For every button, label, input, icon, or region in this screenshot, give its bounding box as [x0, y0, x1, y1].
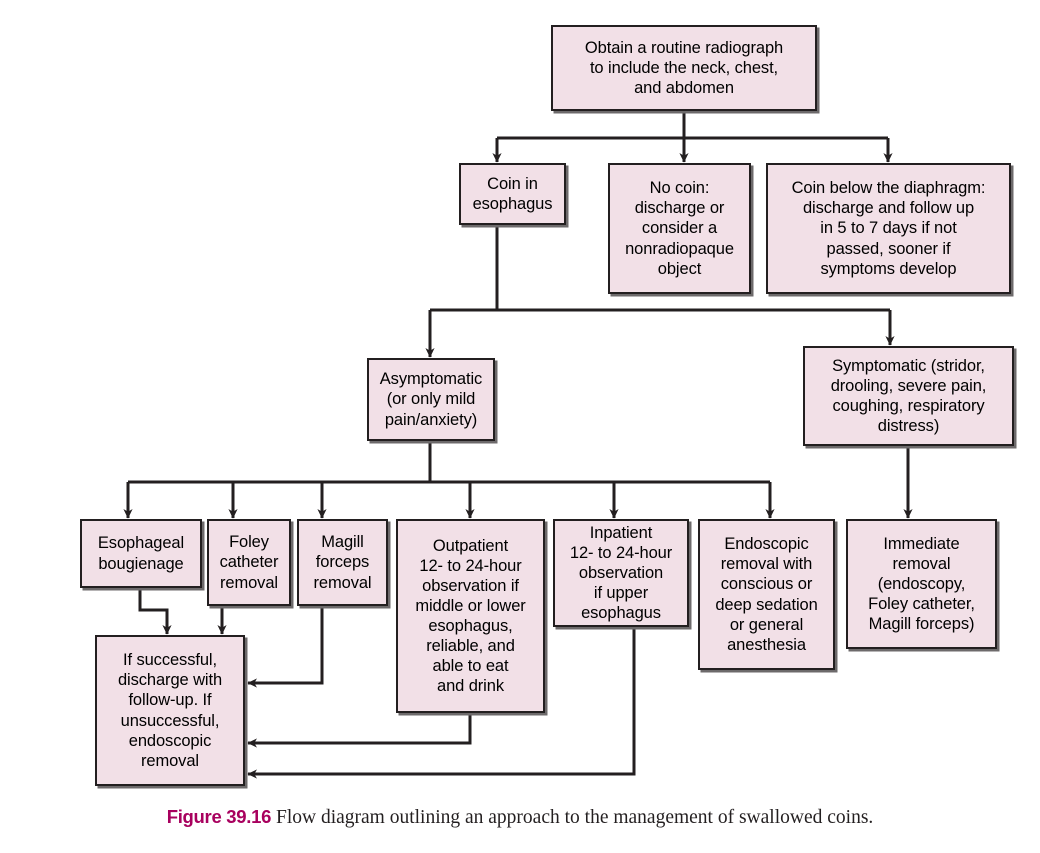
node-magill-forceps-removal[interactable]: Magill forceps removal: [297, 519, 388, 606]
node-foley-catheter-removal[interactable]: Foley catheter removal: [207, 519, 291, 606]
node-endoscopic-removal[interactable]: Endoscopic removal with conscious or dee…: [698, 519, 835, 670]
figure-label: Figure 39.16: [166, 806, 272, 827]
node-symptomatic[interactable]: Symptomatic (stridor, drooling, severe p…: [803, 346, 1014, 446]
edge-outpatient-to-outcome: [247, 713, 472, 748]
figure-caption-body: Flow diagram outlining an approach to th…: [275, 807, 874, 828]
node-no-coin[interactable]: No coin: discharge or consider a nonradi…: [608, 163, 751, 294]
node-coin-in-esophagus[interactable]: Coin in esophagus: [459, 163, 566, 225]
node-obtain-radiograph[interactable]: Obtain a routine radiograph to include t…: [551, 25, 817, 111]
edge-magill-to-outcome: [247, 606, 324, 688]
edge-bougienage-to-outcome: [138, 588, 172, 635]
figure-caption: Figure 39.16 Flow diagram outlining an a…: [0, 806, 1040, 829]
node-outpatient-observation[interactable]: Outpatient 12- to 24-hour observation if…: [396, 519, 545, 713]
node-asymptomatic[interactable]: Asymptomatic (or only mild pain/anxiety): [367, 358, 495, 441]
node-esophageal-bougienage[interactable]: Esophageal bougienage: [80, 519, 202, 588]
node-coin-below-diaphragm[interactable]: Coin below the diaphragm: discharge and …: [766, 163, 1011, 294]
node-if-successful-outcome[interactable]: If successful, discharge with follow-up.…: [95, 635, 245, 786]
node-inpatient-observation[interactable]: Inpatient 12- to 24-hour observation if …: [553, 519, 689, 627]
node-immediate-removal[interactable]: Immediate removal (endoscopy, Foley cath…: [846, 519, 997, 649]
